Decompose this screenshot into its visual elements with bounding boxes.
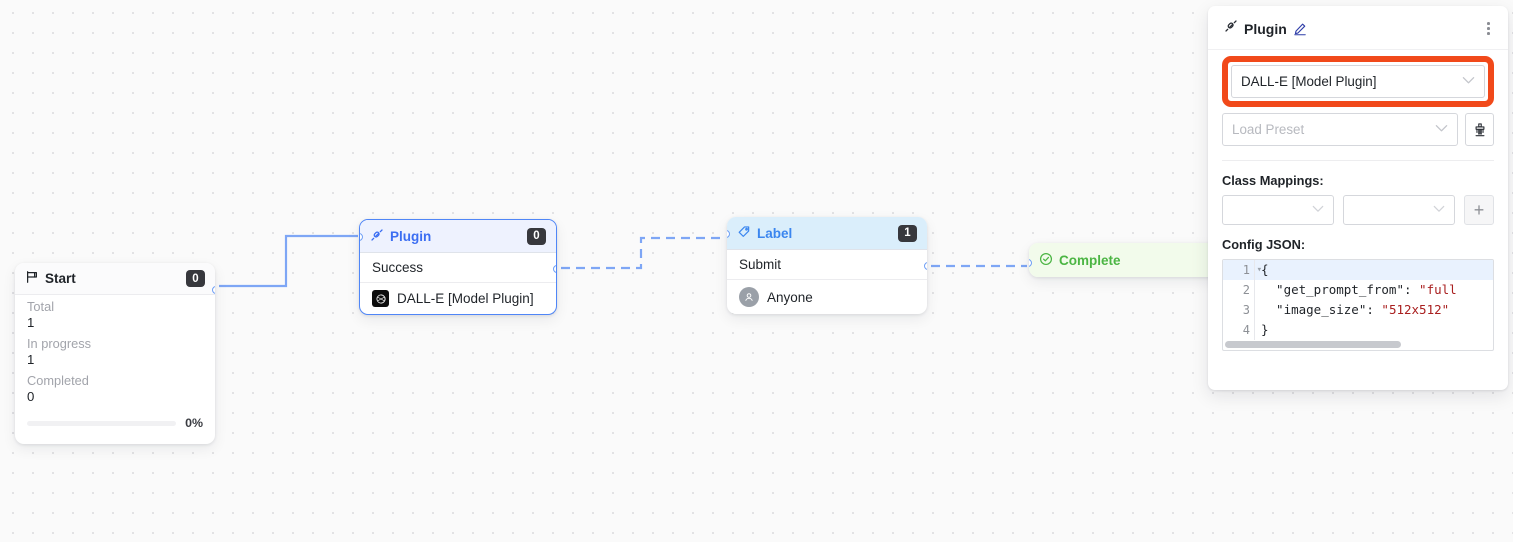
edge-plugin-to-label: [561, 236, 725, 270]
class-mappings-row: +: [1222, 195, 1494, 225]
gutter-line: 4: [1242, 323, 1250, 337]
user-avatar-icon: [739, 287, 759, 307]
port-plugin-out[interactable]: [553, 265, 556, 273]
chevron-down-icon: [1435, 124, 1448, 136]
chevron-down-icon: [1462, 76, 1475, 88]
node-plugin-title: Plugin: [390, 228, 432, 244]
node-plugin-model[interactable]: DALL-E [Model Plugin]: [360, 282, 556, 314]
code-line: "get_prompt_from": "full: [1261, 282, 1457, 297]
node-label-header[interactable]: Label 1: [727, 217, 927, 249]
config-json-editor[interactable]: 1 ▾ 2 3 4 { "get_prompt_from": "full "im…: [1222, 259, 1494, 351]
node-label-title: Label: [757, 225, 793, 241]
progress-bar: 0%: [15, 406, 215, 444]
preset-row: Load Preset: [1222, 113, 1494, 146]
add-class-mapping-button[interactable]: +: [1464, 195, 1494, 225]
panel-title: Plugin: [1244, 20, 1287, 37]
port-start-out[interactable]: [212, 286, 215, 294]
plugin-config-panel[interactable]: Plugin DALL-E [Model Plugin]: [1208, 6, 1508, 390]
node-plugin-header[interactable]: Plugin 0: [360, 220, 556, 252]
stat-label-completed: Completed: [27, 373, 89, 388]
pencil-icon[interactable]: [1293, 22, 1307, 36]
node-start-badge: 0: [186, 270, 205, 287]
panel-header: Plugin: [1208, 6, 1508, 50]
progress-percent: 0%: [185, 416, 203, 430]
node-plugin-model-label: DALL-E [Model Plugin]: [397, 291, 534, 306]
progress-track: [27, 420, 177, 426]
plug-icon: [370, 228, 384, 245]
node-plugin-status: Success: [360, 252, 556, 282]
editor-horizontal-scrollbar[interactable]: [1225, 341, 1401, 348]
gutter-line: 2: [1242, 283, 1250, 297]
node-plugin-badge: 0: [527, 227, 546, 245]
node-start[interactable]: Start 0 Total 1 In progress 1 Completed …: [15, 263, 215, 444]
plugin-select[interactable]: DALL-E [Model Plugin]: [1231, 65, 1485, 98]
class-mapping-target-select[interactable]: [1343, 195, 1455, 225]
class-mappings-label: Class Mappings:: [1222, 173, 1324, 188]
node-label-assignee-label: Anyone: [767, 289, 813, 305]
gutter-line-number: 1: [1242, 263, 1250, 277]
class-mapping-source-select[interactable]: [1222, 195, 1334, 225]
node-label-action: Submit: [727, 249, 927, 279]
node-label-assignee[interactable]: Anyone: [727, 279, 927, 314]
flag-icon: [25, 270, 39, 287]
node-start-stats: Total 1 In progress 1 Completed 0: [15, 295, 215, 406]
chevron-down-icon: [1433, 205, 1445, 216]
node-plugin[interactable]: Plugin 0 Success DALL-E [Model Plugin]: [359, 219, 557, 315]
editor-gutter: 1 ▾ 2 3 4: [1223, 260, 1262, 340]
panel-divider: [1222, 160, 1494, 161]
gutter-line: 1 ▾: [1223, 260, 1262, 280]
brush-icon[interactable]: [1465, 113, 1494, 146]
tag-icon: [737, 225, 751, 242]
stat-label-in-progress: In progress: [27, 336, 92, 351]
preset-select[interactable]: Load Preset: [1222, 113, 1458, 146]
chevron-down-icon: [1312, 205, 1324, 216]
editor-code[interactable]: { "get_prompt_from": "full "image_size":…: [1255, 260, 1493, 340]
code-line: {: [1255, 260, 1493, 280]
stat-value-total: 1: [27, 315, 35, 330]
plugin-select-highlight: DALL-E [Model Plugin]: [1222, 56, 1494, 107]
stat-label-total: Total: [27, 299, 55, 314]
plugin-select-value: DALL-E [Model Plugin]: [1241, 74, 1377, 89]
plug-icon: [1224, 19, 1238, 38]
openai-icon: [372, 290, 389, 307]
node-complete-title: Complete: [1059, 252, 1121, 268]
node-label[interactable]: Label 1 Submit Anyone: [727, 217, 927, 314]
fold-arrow-icon[interactable]: ▾: [1256, 265, 1262, 275]
node-start-title: Start: [45, 271, 76, 286]
config-json-label: Config JSON:: [1222, 237, 1306, 252]
node-label-badge: 1: [898, 224, 917, 242]
stat-value-in-progress: 1: [27, 352, 35, 367]
stat-value-completed: 0: [27, 389, 35, 404]
gutter-line: 3: [1242, 303, 1250, 317]
check-circle-icon: [1039, 252, 1053, 269]
node-start-header[interactable]: Start 0: [15, 263, 215, 295]
edge-start-to-plugin: [219, 234, 358, 288]
kebab-menu-icon[interactable]: [1483, 20, 1494, 37]
preset-select-placeholder: Load Preset: [1232, 122, 1305, 137]
panel-body: DALL-E [Model Plugin] Load Preset: [1208, 56, 1508, 351]
code-line: }: [1261, 322, 1269, 337]
port-label-out[interactable]: [924, 262, 927, 270]
code-line: "image_size": "512x512": [1261, 302, 1450, 317]
